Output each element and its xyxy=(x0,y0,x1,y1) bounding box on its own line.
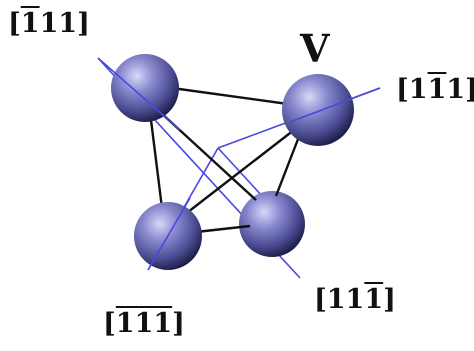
bond xyxy=(187,129,295,213)
atom-label-v: V xyxy=(300,26,330,71)
axis-overlay xyxy=(97,57,381,271)
direction-label-bottom-left: [111] xyxy=(103,308,185,339)
bond xyxy=(171,86,289,106)
atom-sphere-back xyxy=(239,191,305,257)
direction-label-top-right: [111] xyxy=(396,74,474,105)
bond xyxy=(148,111,164,209)
atom-sphere-top-left xyxy=(111,54,179,122)
bond xyxy=(274,133,302,197)
bond xyxy=(195,224,251,234)
direction-label-bottom-right: [111] xyxy=(314,284,396,315)
direction-label-top-left: [111] xyxy=(8,8,90,39)
atom-sphere-vanadium xyxy=(282,74,354,146)
